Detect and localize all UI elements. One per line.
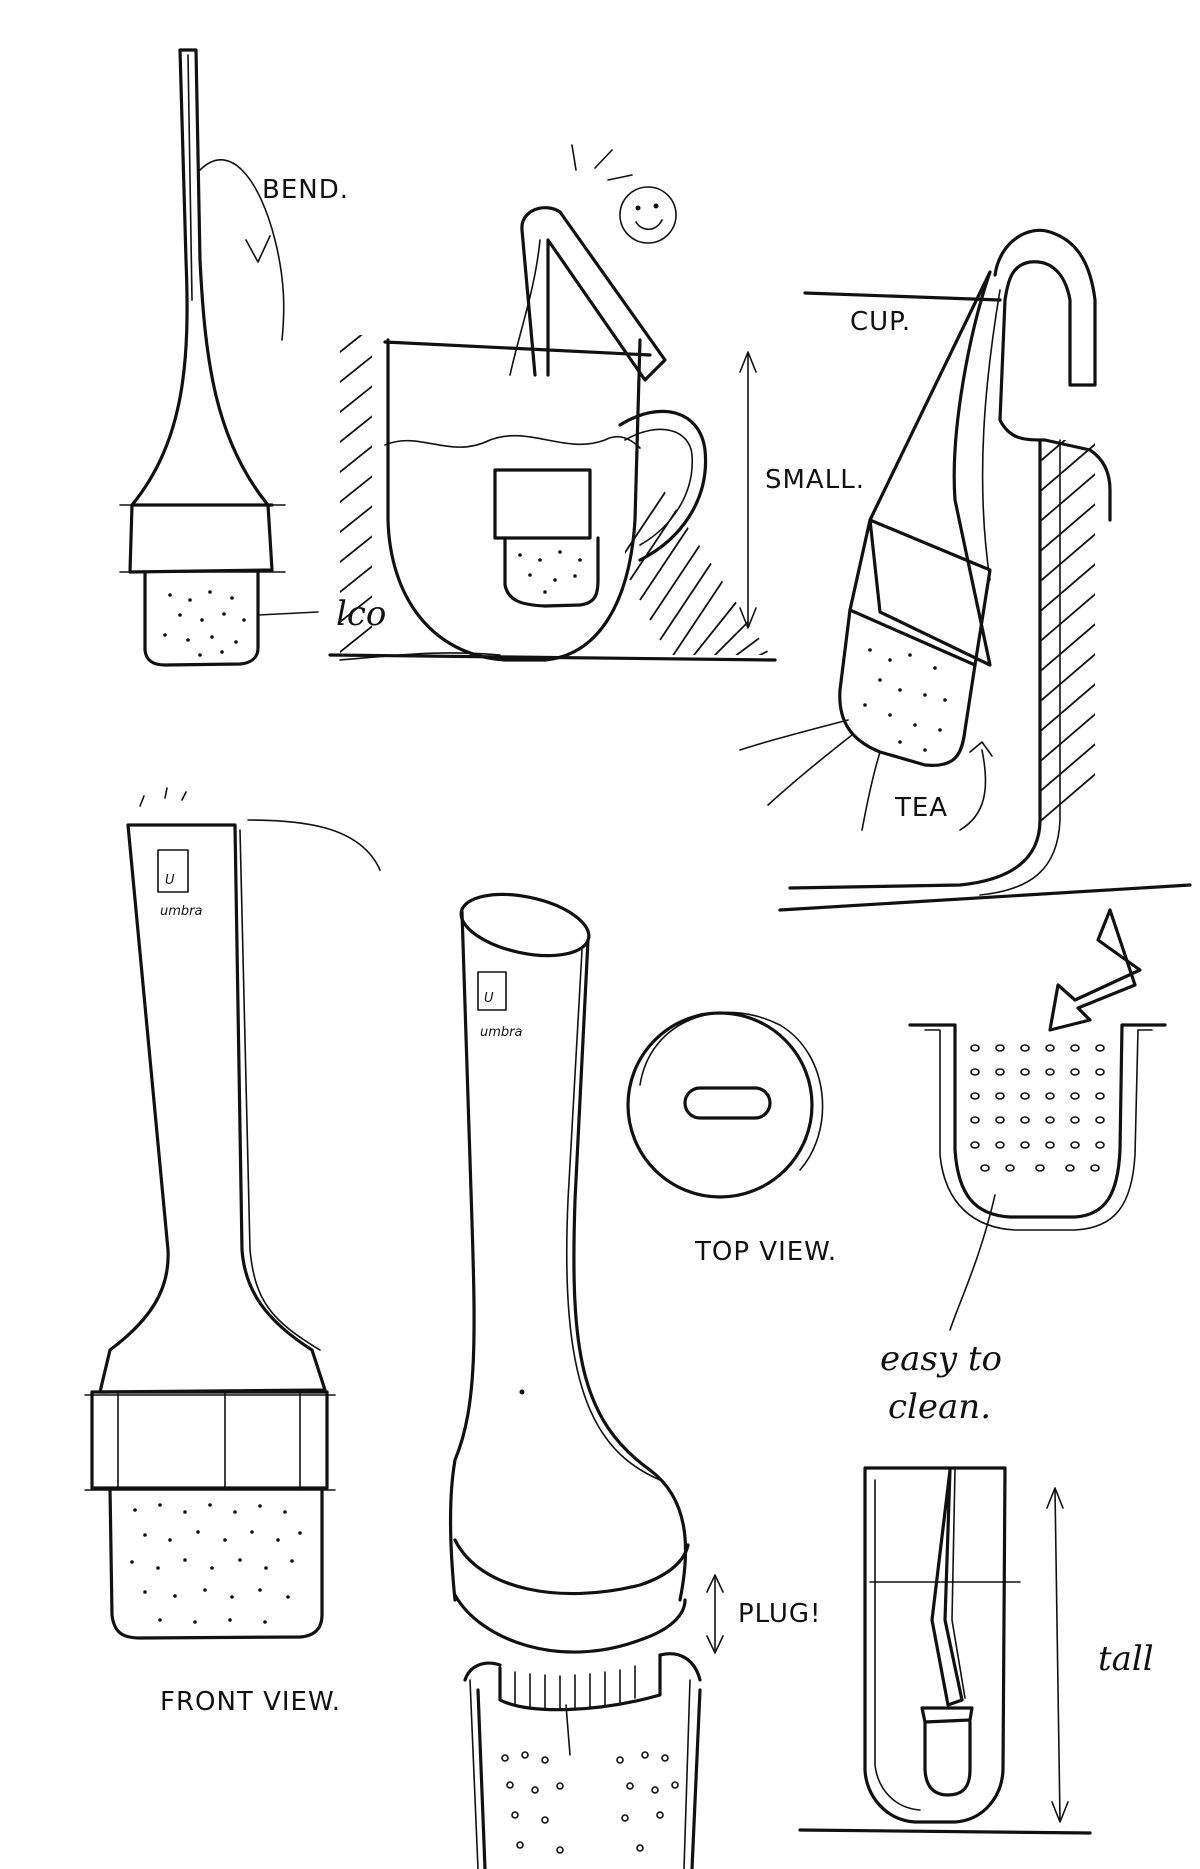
tea-leaves-dots-2 bbox=[518, 550, 582, 594]
tall-glass-sketch: tall bbox=[798, 1466, 1154, 1835]
smiley-icon bbox=[619, 186, 677, 244]
tall-dimension-arrow bbox=[1054, 1489, 1061, 1821]
sparkle-lines bbox=[571, 144, 577, 171]
logo-mark-2: U bbox=[484, 991, 494, 1006]
logo-wordmark: umbra bbox=[160, 904, 202, 919]
tea-leaves-dots-3 bbox=[863, 648, 947, 752]
top-view-sketch: TOP VIEW. bbox=[626, 1011, 837, 1267]
small-label: SMALL. bbox=[765, 465, 865, 495]
front-view-label: FRONT VIEW. bbox=[160, 1687, 341, 1717]
cup-shadow-hatching bbox=[1040, 440, 1095, 831]
basket-holes bbox=[970, 1044, 1105, 1172]
bend-arc-arrow bbox=[199, 159, 285, 341]
tea-leaves-dots-1 bbox=[163, 590, 246, 657]
top-view-label: TOP VIEW. bbox=[694, 1237, 837, 1267]
umbra-logo-perspective: U umbra bbox=[477, 971, 522, 1040]
plug-ridges bbox=[514, 1665, 636, 1711]
easy-to-label: easy to bbox=[880, 1339, 1002, 1379]
curved-arrow-icon bbox=[1048, 908, 1142, 1032]
strainer-holes bbox=[501, 1751, 679, 1854]
umbra-logo-front: U umbra bbox=[157, 849, 202, 919]
plug-label: PLUG! bbox=[738, 1599, 821, 1629]
mug-sketch: SMALL. bbox=[328, 144, 865, 662]
tea-leaves-dots-4 bbox=[130, 1503, 302, 1624]
cup-label: CUP. bbox=[850, 307, 911, 337]
tea-label: TEA bbox=[894, 793, 948, 823]
perspective-plug-sketch: U umbra PLUG! bbox=[448, 892, 821, 1869]
easy-clean-leader bbox=[949, 1194, 996, 1331]
clean-label: clean. bbox=[888, 1387, 991, 1427]
mug-shadow-hatching-left bbox=[340, 335, 372, 655]
easy-clean-sketch: easy to clean. bbox=[880, 908, 1167, 1427]
logo-mark: U bbox=[165, 873, 175, 888]
tea-leader-line-1 bbox=[739, 719, 849, 751]
cup-hook-sketch: TEA CUP. bbox=[739, 228, 1192, 912]
bend-label: BEND. bbox=[262, 175, 349, 205]
infuser-bend-sketch: BEND. lco bbox=[119, 48, 386, 667]
tea-pointer-arrow bbox=[959, 749, 987, 831]
ico-leader-line bbox=[257, 611, 319, 616]
tall-label: tall bbox=[1098, 1639, 1154, 1679]
slot-opening bbox=[683, 1086, 772, 1120]
ico-label: lco bbox=[336, 594, 386, 634]
front-view-sketch: U umbra FRONT VIEW. bbox=[84, 787, 381, 1717]
logo-wordmark-2: umbra bbox=[480, 1025, 522, 1040]
